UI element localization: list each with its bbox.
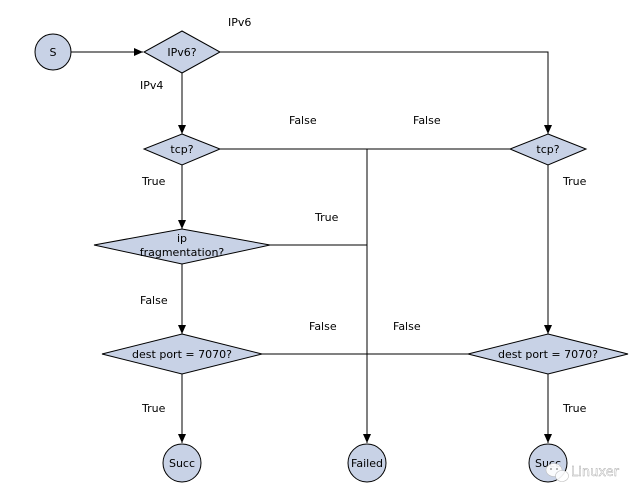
node-ip-fragmentation: ip fragmentation?	[93, 228, 271, 265]
nodes: S IPv6? tcp? tcp? ip fragmentation? dest…	[34, 30, 629, 483]
edge-ipv6-to-tcp-right	[220, 51, 552, 134]
node-dest-port-right: dest port = 7070?	[467, 333, 629, 375]
label-ipv6: IPv6	[228, 16, 251, 29]
edge-labels: IPv6 IPv4 False False True True True Fal…	[140, 16, 587, 415]
label-tcp-left-false: False	[289, 114, 317, 127]
label-frag-false: False	[140, 294, 168, 307]
node-ip-fragmentation-label-1: ip	[177, 232, 187, 245]
node-dest-port-left: dest port = 7070?	[101, 333, 263, 375]
watermark: Linuxer	[545, 463, 620, 482]
node-dest-port-left-label: dest port = 7070?	[132, 348, 232, 361]
node-dest-port-right-label: dest port = 7070?	[498, 348, 598, 361]
node-tcp-right: tcp?	[508, 133, 588, 166]
wechat-icon	[545, 463, 569, 482]
watermark-text: Linuxer	[571, 465, 620, 480]
label-dest-right-true: True	[562, 402, 587, 415]
label-tcp-left-true: True	[141, 175, 166, 188]
node-ip-fragmentation-label-2: fragmentation?	[140, 246, 225, 259]
node-start-label: S	[50, 46, 57, 59]
label-tcp-right-false: False	[413, 114, 441, 127]
node-failed-label: Failed	[351, 457, 383, 470]
label-ipv4: IPv4	[140, 79, 163, 92]
edges	[71, 48, 552, 443]
label-dest-left-true: True	[141, 402, 166, 415]
node-succ-left: Succ	[162, 443, 202, 483]
node-tcp-left: tcp?	[142, 133, 222, 166]
node-succ-left-label: Succ	[169, 457, 195, 470]
label-dest-left-false: False	[309, 320, 337, 333]
node-start: S	[34, 33, 72, 71]
label-frag-true: True	[314, 211, 339, 224]
node-failed: Failed	[347, 443, 387, 483]
node-tcp-right-label: tcp?	[536, 143, 559, 156]
node-tcp-left-label: tcp?	[170, 143, 193, 156]
node-ipv6-decision-label: IPv6?	[167, 46, 196, 59]
label-tcp-right-true: True	[562, 175, 587, 188]
node-ipv6-decision: IPv6?	[142, 30, 222, 74]
label-dest-right-false: False	[393, 320, 421, 333]
